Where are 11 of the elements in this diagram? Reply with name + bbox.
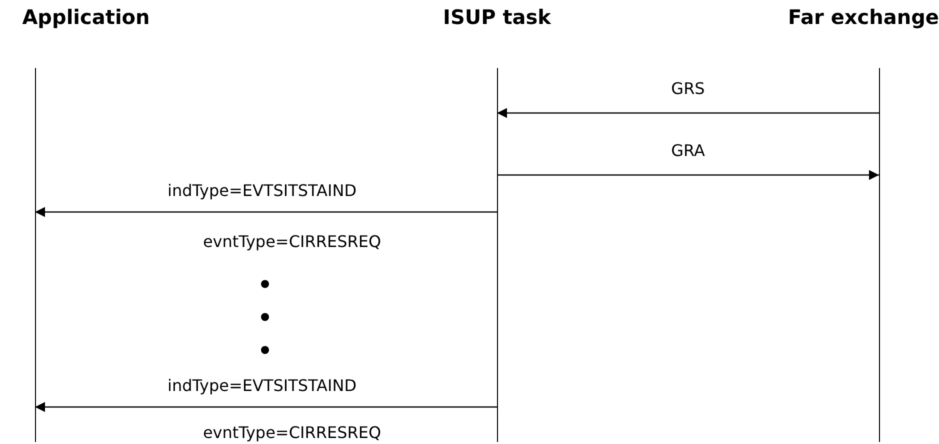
arrow	[35, 207, 497, 217]
message-parameter: evntType=CIRRESREQ	[202, 232, 382, 252]
edge-label: indType=EVTSITSTAIND	[168, 181, 356, 201]
message-parameter: evntType=CIRRESREQ	[202, 423, 382, 443]
arrow	[497, 108, 879, 118]
participant-name: ISUP task	[442, 4, 552, 30]
arrow	[35, 402, 497, 412]
edge-label: indType=EVTSITSTAIND	[168, 376, 356, 396]
arrow	[497, 170, 879, 180]
participant-name: Far exchange	[788, 4, 936, 30]
participant-name: Application	[21, 4, 151, 30]
